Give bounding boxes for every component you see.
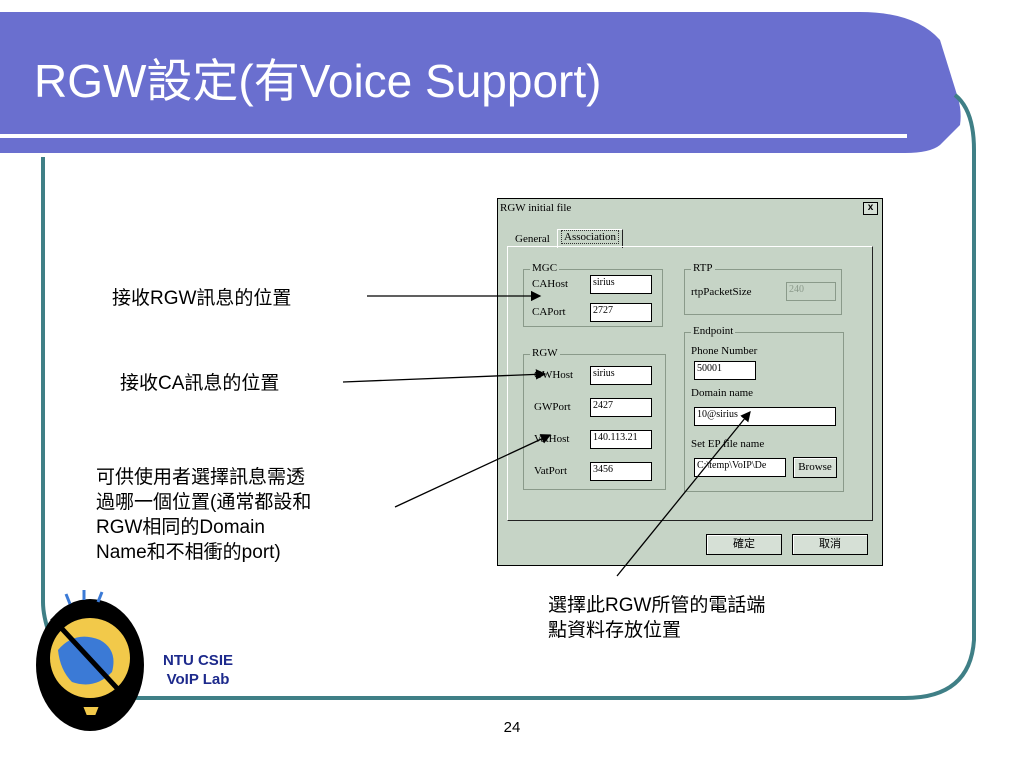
tab-association-label: Association — [561, 230, 619, 244]
ep-file-name-label: Set EP file name — [691, 438, 765, 450]
endpoint-group: Endpoint Phone Number 50001 Domain name … — [684, 325, 844, 492]
callout-ca-location: 接收CA訊息的位置 — [120, 373, 280, 394]
domain-name-input[interactable]: 10@sirius — [694, 407, 836, 426]
callout-domain-note-line: 過哪一個位置(通常都設和 — [96, 492, 312, 513]
rtp-group: RTP rtpPacketSize 240 — [684, 262, 842, 315]
gw-port-label: GWPort — [534, 401, 571, 413]
arrow-ca-location — [342, 369, 547, 383]
arrow-domain-note — [394, 434, 552, 508]
ca-port-input[interactable]: 2727 — [590, 303, 652, 322]
vat-host-input[interactable]: 140.113.21 — [590, 430, 652, 449]
ca-port-label: CAPort — [532, 306, 566, 318]
endpoint-group-label: Endpoint — [691, 325, 736, 337]
callout-ep-note: 選擇此RGW所管的電話端 點資料存放位置 — [548, 593, 765, 643]
callout-domain-note-line: Name和不相衝的port) — [96, 542, 281, 563]
domain-name-label: Domain name — [691, 387, 754, 399]
tab-association[interactable]: Association — [557, 229, 623, 248]
gw-host-input[interactable]: sirius — [590, 366, 652, 385]
cancel-button[interactable]: 取消 — [792, 534, 868, 555]
ca-host-input[interactable]: sirius — [590, 275, 652, 294]
browse-button[interactable]: Browse — [793, 457, 837, 478]
tab-general[interactable]: General — [515, 233, 550, 245]
lab-logo-line: VoIP Lab — [166, 671, 230, 688]
rgw-group: RGW GWHost sirius GWPort 2427 VatHost 14… — [523, 347, 666, 490]
arrow-ep-note — [616, 410, 751, 577]
callout-rgw-location: 接收RGW訊息的位置 — [112, 288, 292, 309]
phone-number-label: Phone Number — [691, 345, 758, 357]
rgw-group-label: RGW — [530, 347, 560, 359]
rtp-packet-size-input[interactable]: 240 — [786, 282, 836, 301]
callout-domain-note: 可供使用者選擇訊息需透 過哪一個位置(通常都設和 RGW相同的Domain Na… — [96, 465, 311, 565]
close-button[interactable]: x — [863, 202, 878, 215]
vat-port-label: VatPort — [534, 465, 567, 477]
mgc-group: MGC CAHost sirius CAPort 2727 — [523, 262, 663, 327]
rtp-group-label: RTP — [691, 262, 715, 274]
phone-number-input[interactable]: 50001 — [694, 361, 756, 380]
callout-domain-note-line: RGW相同的Domain — [96, 517, 265, 538]
association-panel: MGC CAHost sirius CAPort 2727 RGW GWHost… — [507, 246, 873, 521]
mgc-group-label: MGC — [530, 262, 560, 274]
vat-port-input[interactable]: 3456 — [590, 462, 652, 481]
rgw-initial-file-dialog: RGW initial file x General Association M… — [497, 198, 883, 566]
slide-title: RGW設定(有Voice Support) — [34, 55, 602, 107]
gw-port-input[interactable]: 2427 — [590, 398, 652, 417]
callout-ep-note-line: 點資料存放位置 — [548, 620, 682, 641]
page-number: 24 — [503, 719, 521, 736]
rtp-packet-size-label: rtpPacketSize — [691, 286, 752, 298]
ca-host-label: CAHost — [532, 278, 569, 290]
lab-logo-line: NTU CSIE — [162, 652, 233, 669]
ep-file-name-input[interactable]: C:\temp\VoIP\De — [694, 458, 786, 477]
lab-logo-text: NTU CSIE VoIP Lab — [152, 651, 244, 689]
callout-ep-note-line: 選擇此RGW所管的電話端 — [548, 595, 766, 616]
callout-domain-note-line: 可供使用者選擇訊息需透 — [96, 467, 306, 488]
ok-button[interactable]: 確定 — [706, 534, 782, 555]
dialog-title: RGW initial file — [500, 202, 572, 214]
